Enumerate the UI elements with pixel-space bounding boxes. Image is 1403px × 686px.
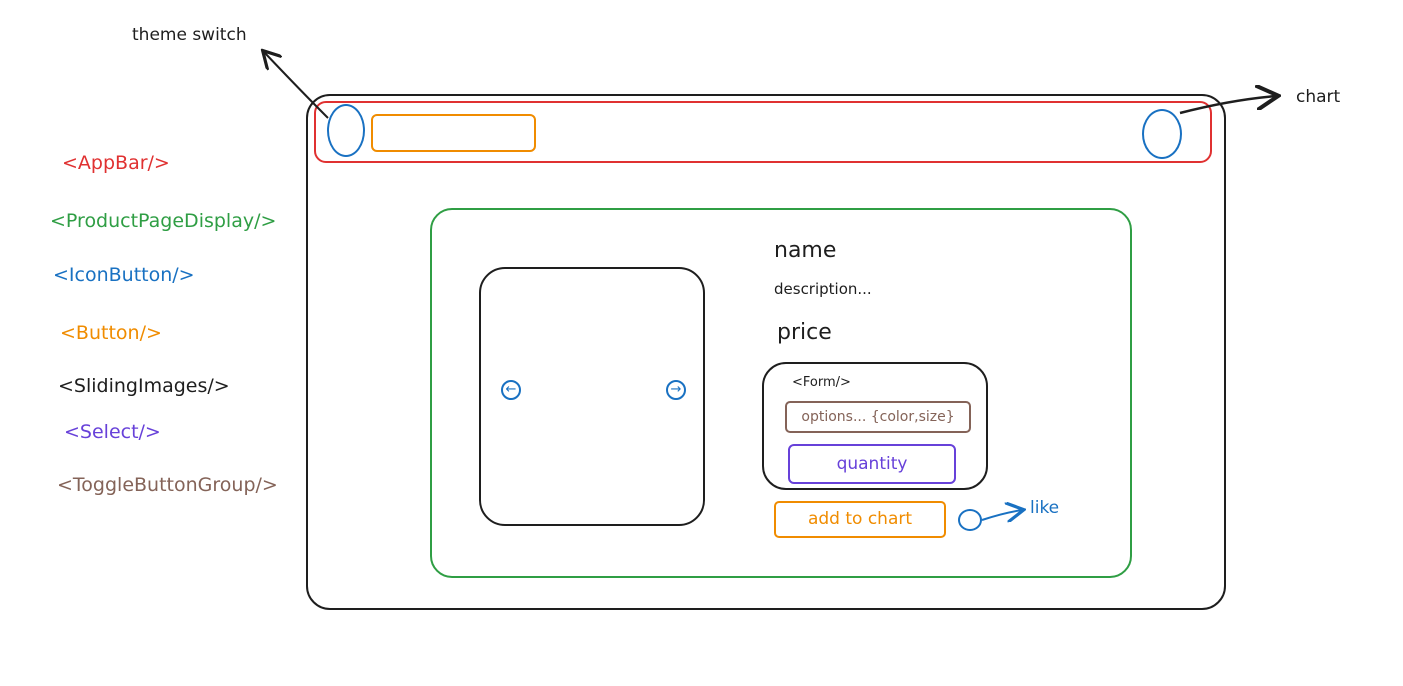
product-form <box>762 362 988 490</box>
like-arrow <box>981 510 1022 520</box>
annotation-like: like <box>1030 498 1060 518</box>
legend-button: <Button/> <box>60 322 162 344</box>
legend-select: <Select/> <box>64 421 161 443</box>
legend-icon-button: <IconButton/> <box>53 264 195 286</box>
theme-switch-icon[interactable] <box>327 104 365 157</box>
product-price: price <box>777 320 832 345</box>
legend-toggle-button-group: <ToggleButtonGroup/> <box>57 474 278 496</box>
annotation-theme-switch: theme switch <box>132 25 247 45</box>
theme-switch-arrow <box>264 52 329 119</box>
chart-arrow <box>1179 96 1276 115</box>
appbar-button[interactable] <box>371 114 536 152</box>
product-description: description... <box>774 280 872 298</box>
app-bar <box>314 101 1212 163</box>
annotation-chart: chart <box>1296 87 1341 107</box>
sliding-images[interactable] <box>479 267 705 526</box>
product-name: name <box>774 238 837 263</box>
like-icon[interactable] <box>958 509 982 531</box>
legend-sliding-images: <SlidingImages/> <box>58 375 230 397</box>
form-label: <Form/> <box>792 375 851 390</box>
add-to-cart-button[interactable]: add to chart <box>774 501 946 538</box>
app-window <box>306 94 1226 610</box>
quantity-select[interactable]: quantity <box>788 444 956 484</box>
product-page-display <box>430 208 1132 578</box>
arrow-right-icon[interactable]: → <box>666 380 686 400</box>
cart-icon[interactable] <box>1142 109 1182 159</box>
options-toggle-button-group[interactable]: options... {color,size} <box>785 401 971 433</box>
arrow-left-icon[interactable]: ← <box>501 380 521 400</box>
legend-appbar: <AppBar/> <box>62 152 170 174</box>
legend-product-page-display: <ProductPageDisplay/> <box>50 210 277 232</box>
